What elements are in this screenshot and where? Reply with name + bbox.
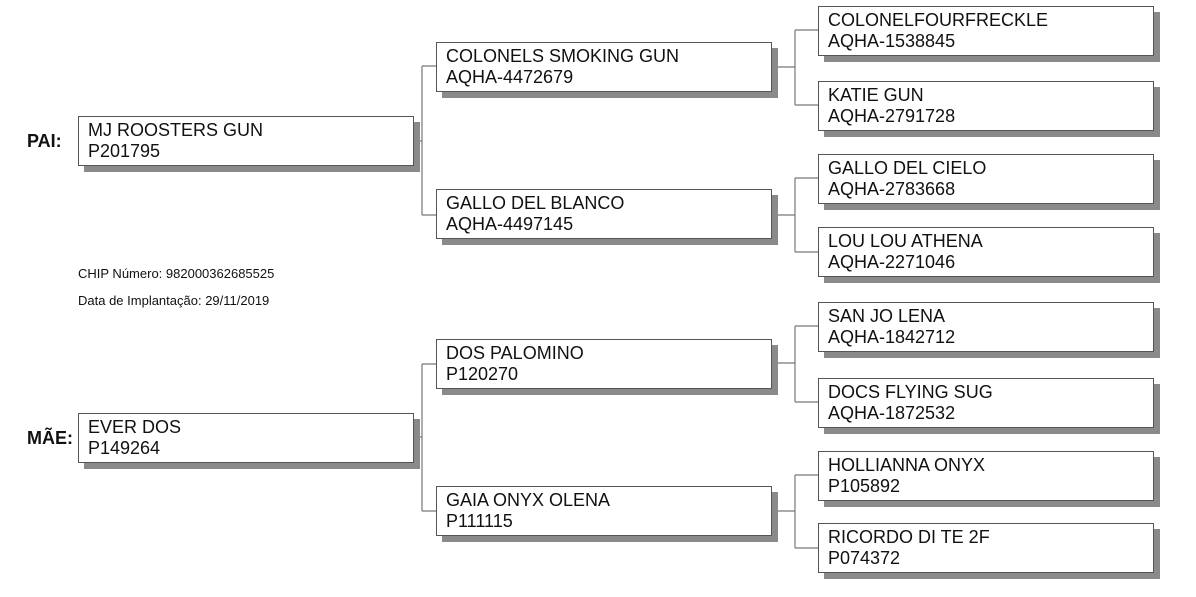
grandparent-box-1: COLONELS SMOKING GUN AQHA-4472679 [436, 42, 772, 92]
dam-label: MÃE: [27, 428, 73, 448]
grandparent-box-2: GALLO DEL BLANCO AQHA-4497145 [436, 189, 772, 239]
horse-registration: AQHA-4472679 [446, 67, 574, 87]
great-grandparent-box-7: HOLLIANNA ONYX P105892 [818, 451, 1154, 501]
great-grandparent-box-1: COLONELFOURFRECKLE AQHA-1538845 [818, 6, 1154, 56]
horse-name: SAN JO LENA [828, 306, 946, 326]
grandparent-box-4: GAIA ONYX OLENA P111115 [436, 486, 772, 536]
horse-registration: P149264 [88, 438, 161, 458]
horse-registration: AQHA-2271046 [828, 252, 956, 272]
horse-name: GALLO DEL CIELO [828, 158, 987, 178]
horse-name: COLONELS SMOKING GUN [446, 46, 680, 66]
horse-registration: P111115 [446, 511, 513, 531]
horse-name: DOCS FLYING SUG [828, 382, 993, 402]
horse-name: MJ ROOSTERS GUN [88, 120, 264, 140]
great-grandparent-box-8: RICORDO DI TE 2F P074372 [818, 523, 1154, 573]
sire-label: PAI: [27, 131, 62, 151]
great-grandparent-box-6: DOCS FLYING SUG AQHA-1872532 [818, 378, 1154, 428]
horse-registration: AQHA-1842712 [828, 327, 956, 347]
horse-registration: P120270 [446, 364, 519, 384]
horse-registration: P074372 [828, 548, 901, 568]
horse-registration: P201795 [88, 141, 161, 161]
horse-name: GAIA ONYX OLENA [446, 490, 611, 510]
horse-name: KATIE GUN [828, 85, 924, 105]
horse-name: LOU LOU ATHENA [828, 231, 983, 251]
great-grandparent-box-3: GALLO DEL CIELO AQHA-2783668 [818, 154, 1154, 204]
horse-name: DOS PALOMINO [446, 343, 584, 363]
horse-registration: AQHA-2791728 [828, 106, 956, 126]
great-grandparent-box-4: LOU LOU ATHENA AQHA-2271046 [818, 227, 1154, 277]
great-grandparent-box-2: KATIE GUN AQHA-2791728 [818, 81, 1154, 131]
horse-registration: AQHA-1538845 [828, 31, 956, 51]
horse-registration: AQHA-2783668 [828, 179, 956, 199]
chip-number: CHIP Número: 982000362685525 [78, 266, 275, 281]
horse-registration: AQHA-4497145 [446, 214, 574, 234]
horse-name: COLONELFOURFRECKLE [828, 10, 1049, 30]
chip-implant-date: Data de Implantação: 29/11/2019 [78, 293, 270, 308]
horse-registration: AQHA-1872532 [828, 403, 956, 423]
horse-registration: P105892 [828, 476, 901, 496]
horse-name: GALLO DEL BLANCO [446, 193, 625, 213]
sire-box: MJ ROOSTERS GUN P201795 [78, 116, 414, 166]
horse-name: EVER DOS [88, 417, 182, 437]
dam-box: EVER DOS P149264 [78, 413, 414, 463]
horse-name: HOLLIANNA ONYX [828, 455, 986, 475]
great-grandparent-box-5: SAN JO LENA AQHA-1842712 [818, 302, 1154, 352]
horse-name: RICORDO DI TE 2F [828, 527, 990, 547]
grandparent-box-3: DOS PALOMINO P120270 [436, 339, 772, 389]
